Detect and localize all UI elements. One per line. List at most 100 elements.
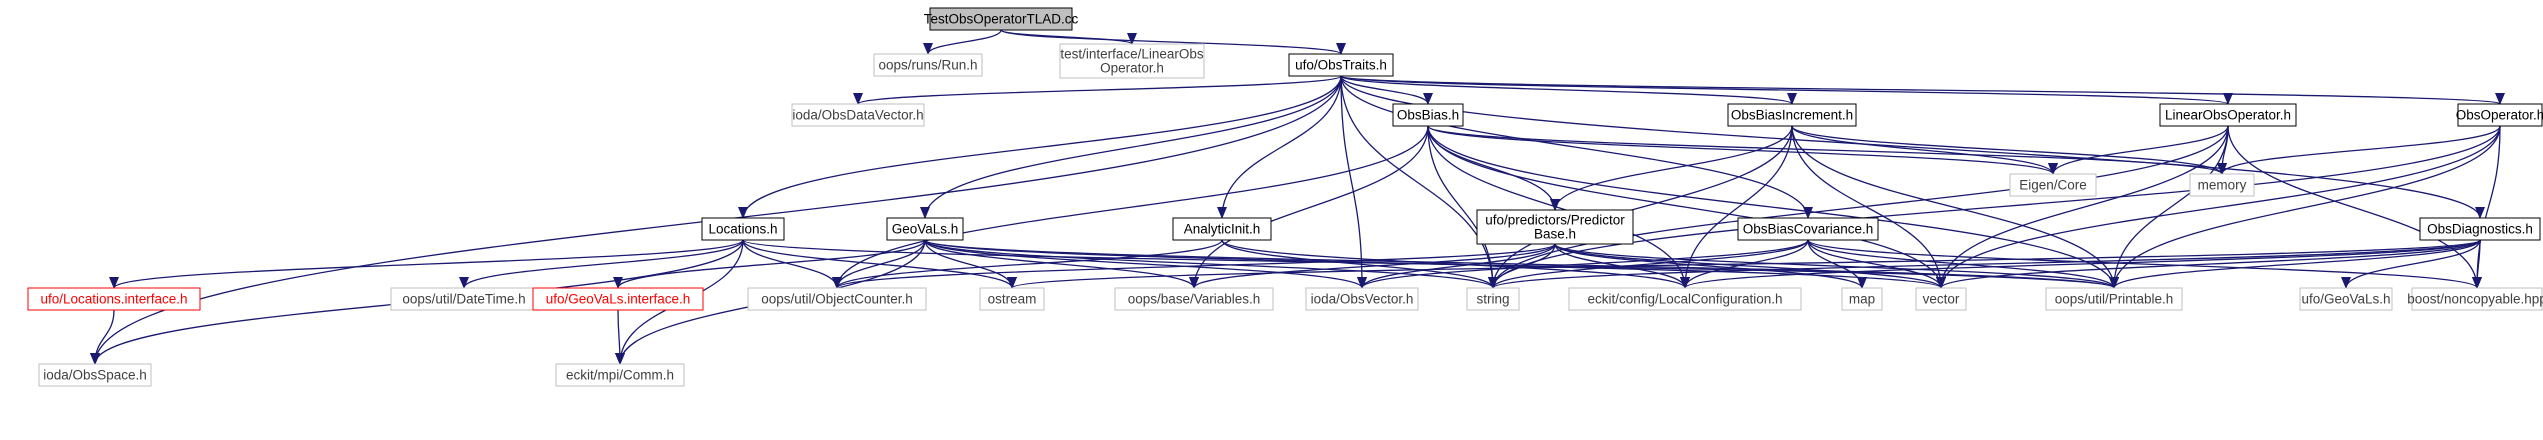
node-locinterface[interactable]: ufo/Locations.interface.h — [27, 287, 201, 311]
node-datetime: oops/util/DateTime.h — [390, 287, 538, 311]
edge-predictorbase-to-vector — [1554, 243, 1946, 289]
node-label-objectcounter: oops/util/ObjectCounter.h — [761, 292, 913, 307]
node-label-comm: eckit/mpi/Comm.h — [566, 368, 674, 383]
node-box-predictorbase — [1476, 209, 1634, 245]
node-box-obsspace — [38, 363, 152, 387]
edge-obsoperator-to-vector — [1936, 125, 2501, 289]
node-variables: oops/base/Variables.h — [1114, 287, 1274, 311]
edge-analyticinit-to-objectcounter — [832, 239, 1223, 289]
node-label-memory: memory — [2198, 178, 2247, 193]
node-geovals[interactable]: GeoVaLs.h — [886, 217, 964, 241]
edge-obsbias-to-vector — [1427, 125, 1946, 289]
node-analyticinit[interactable]: AnalyticInit.h — [1172, 217, 1272, 241]
edge-obstraits-to-linearobsop — [1340, 75, 2233, 105]
edge-obsdiagnostics-to-vector — [1936, 239, 2481, 289]
edge-obsbiasinc-to-predictorbase — [1550, 125, 1793, 211]
node-label-obsspace: ioda/ObsSpace.h — [43, 368, 147, 383]
node-label-linobsint: test/interface/LinearObs — [1060, 47, 1204, 62]
node-linobsint: test/interface/LinearObsOperator.h — [1059, 43, 1205, 79]
node-obsdatavector: ioda/ObsDataVector.h — [791, 103, 925, 127]
edge-locinterface-to-obsspace — [90, 309, 115, 365]
edge-linearobsop-to-vector — [1936, 125, 2229, 289]
edge-analyticinit-to-localconfig — [1221, 239, 1690, 289]
node-box-geovals — [886, 217, 964, 241]
node-label-obstraits: ufo/ObsTraits.h — [1295, 58, 1387, 73]
edge-obstraits-to-analyticinit — [1217, 75, 1342, 219]
node-localconfig: eckit/config/LocalConfiguration.h — [1568, 287, 1802, 311]
node-geovalsinterface[interactable]: ufo/GeoVaLs.interface.h — [532, 287, 704, 311]
edge-obsbiascov-to-noncopyable — [1807, 239, 2482, 289]
node-obsbias[interactable]: ObsBias.h — [1392, 103, 1464, 127]
edge-obstraits-to-geovals — [920, 75, 1342, 219]
edge-root-to-run — [923, 29, 1002, 55]
node-comm: eckit/mpi/Comm.h — [555, 363, 685, 387]
node-label-root: TestObsOperatorTLAD.cc — [924, 12, 1079, 27]
node-run: oops/runs/Run.h — [873, 53, 983, 77]
edge-obsdiagnostics-to-string — [1488, 239, 2481, 289]
node-label-obsoperator: ObsOperator.h — [2456, 108, 2543, 123]
node-label-linobsint: Operator.h — [1100, 61, 1164, 76]
node-box-obsbiascov — [1737, 217, 1879, 241]
node-label-obsdiagnostics: ObsDiagnostics.h — [2427, 222, 2533, 237]
node-box-linearobsop — [2159, 103, 2297, 127]
node-obsbiasinc[interactable]: ObsBiasIncrement.h — [1727, 103, 1857, 127]
edge-predictorbase-to-variables — [1189, 243, 1556, 289]
node-label-obsbias: ObsBias.h — [1397, 108, 1459, 123]
node-obsspace: ioda/ObsSpace.h — [38, 363, 152, 387]
nodes-layer: TestObsOperatorTLAD.cc oops/runs/Run.h tes… — [27, 7, 2543, 387]
node-label-vector: vector — [1923, 292, 1960, 307]
node-printable: oops/util/Printable.h — [2045, 287, 2183, 311]
node-obsvector: ioda/ObsVector.h — [1305, 287, 1419, 311]
node-box-map — [1841, 287, 1883, 311]
node-label-geovalsinterface: ufo/GeoVaLs.interface.h — [546, 292, 691, 307]
edge-obsbiasinc-to-memory — [1791, 125, 2227, 175]
node-label-obsvector: ioda/ObsVector.h — [1311, 292, 1414, 307]
node-obsoperator[interactable]: ObsOperator.h — [2456, 103, 2543, 127]
edge-obstraits-to-obsdatavector — [853, 75, 1342, 105]
node-objectcounter: oops/util/ObjectCounter.h — [747, 287, 927, 311]
node-label-predictorbase: ufo/predictors/Predictor — [1485, 213, 1625, 228]
node-box-obsoperator — [2457, 103, 2543, 127]
node-eigencore: Eigen/Core — [2009, 173, 2097, 197]
node-box-obsbiasinc — [1727, 103, 1857, 127]
node-label-run: oops/runs/Run.h — [878, 58, 977, 73]
edge-geovals-to-printable — [924, 239, 2119, 289]
edge-obstraits-to-obsbias — [1340, 75, 1433, 105]
node-box-noncopyable — [2411, 287, 2543, 311]
node-obsdiagnostics[interactable]: ObsDiagnostics.h — [2419, 217, 2541, 241]
node-label-obsbiasinc: ObsBiasIncrement.h — [1731, 108, 1853, 123]
edge-locations-to-ostream — [742, 239, 1017, 289]
node-box-ufogeovals — [2299, 287, 2393, 311]
node-box-run — [873, 53, 983, 77]
edge-linearobsop-to-string — [1488, 125, 2229, 289]
node-label-locinterface: ufo/Locations.interface.h — [40, 292, 187, 307]
node-linearobsop[interactable]: LinearObsOperator.h — [2159, 103, 2297, 127]
edge-locations-to-locinterface — [109, 239, 744, 289]
edge-linearobsop-to-eigencore — [2048, 125, 2229, 175]
node-label-variables: oops/base/Variables.h — [1128, 292, 1261, 307]
node-box-memory — [2189, 173, 2255, 197]
edge-obsdiagnostics-to-noncopyable — [2472, 239, 2483, 289]
edge-obsbiasinc-to-printable — [1791, 125, 2119, 289]
node-obstraits[interactable]: ufo/ObsTraits.h — [1288, 53, 1394, 77]
node-label-locations: Locations.h — [708, 222, 777, 237]
node-label-ufogeovals: ufo/GeoVaLs.h — [2301, 292, 2390, 307]
node-label-predictorbase: Base.h — [1534, 227, 1576, 242]
node-obsbiascov[interactable]: ObsBiasCovariance.h — [1737, 217, 1879, 241]
node-box-printable — [2045, 287, 2183, 311]
edge-obsdiagnostics-to-ufogeovals — [2341, 239, 2481, 289]
edge-geovalsinterface-to-comm — [614, 309, 625, 365]
node-box-locations — [701, 217, 785, 241]
edge-obsoperator-to-noncopyable — [2472, 125, 2501, 289]
node-box-obstraits — [1288, 53, 1394, 77]
node-box-eigencore — [2009, 173, 2097, 197]
node-label-eigencore: Eigen/Core — [2019, 178, 2087, 193]
node-root[interactable]: TestObsOperatorTLAD.cc — [924, 7, 1079, 31]
edge-obsoperator-to-memory — [2217, 125, 2501, 175]
node-label-obsdatavector: ioda/ObsDataVector.h — [792, 108, 923, 123]
node-locations[interactable]: Locations.h — [701, 217, 785, 241]
edge-predictorbase-to-objectcounter — [832, 243, 1556, 289]
node-label-obsbiascov: ObsBiasCovariance.h — [1743, 222, 1874, 237]
edge-obsbiascov-to-string — [1488, 239, 1809, 289]
